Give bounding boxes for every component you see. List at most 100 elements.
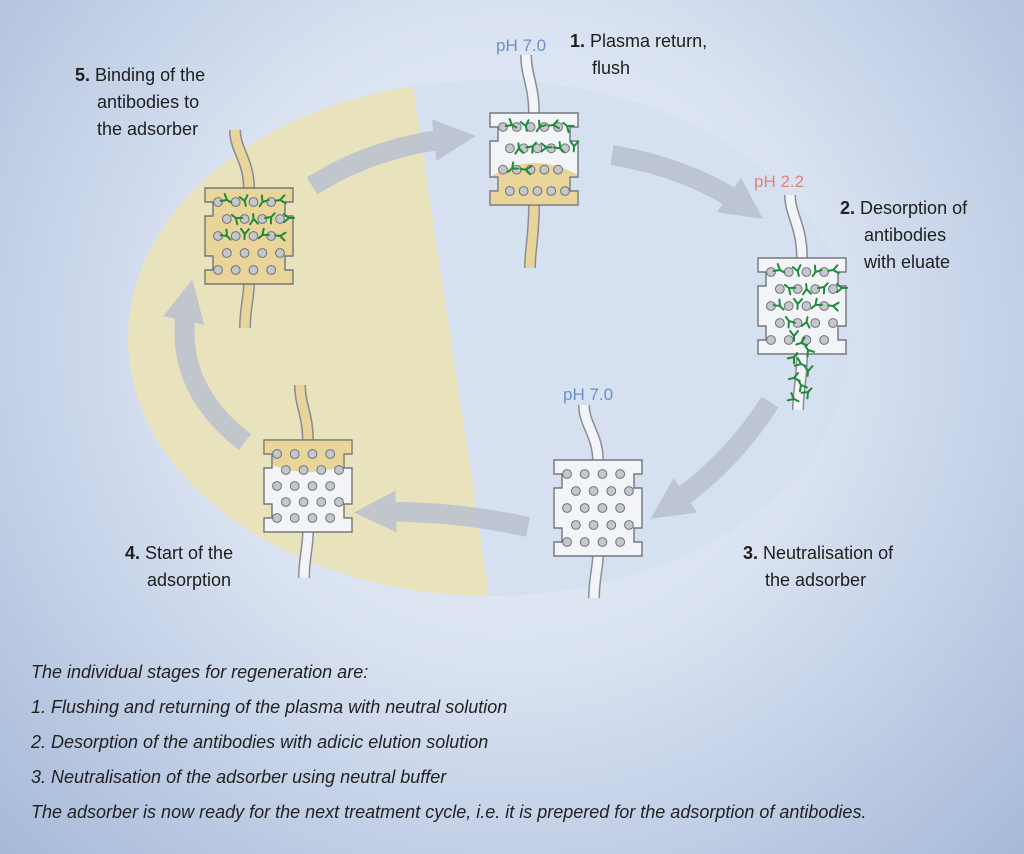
antibody-icon bbox=[525, 141, 538, 154]
bead-icon bbox=[562, 537, 572, 547]
antibody-icon bbox=[562, 121, 575, 134]
stage-1-line2: flush bbox=[592, 58, 631, 78]
bead-icon bbox=[316, 497, 327, 507]
bead-icon bbox=[810, 284, 821, 294]
antibody-icon bbox=[795, 336, 808, 347]
bead-icon bbox=[280, 465, 291, 475]
bead-icon bbox=[562, 469, 572, 479]
caption-step-2: 2. Desorption of the antibodies with adi… bbox=[31, 732, 489, 752]
bead-icon bbox=[783, 267, 794, 277]
antibody-icon bbox=[238, 194, 249, 207]
bead-icon bbox=[553, 164, 564, 175]
arrow-3-to-4 bbox=[354, 490, 531, 537]
bead-icon bbox=[248, 231, 259, 241]
antibody-icon bbox=[786, 352, 799, 365]
bead-icon bbox=[275, 248, 285, 258]
stage-5-number: 5. bbox=[75, 65, 91, 85]
stage-3-ph: pH 7.0 bbox=[563, 385, 614, 404]
stage-1-label: 1. Plasma return, flush bbox=[570, 28, 707, 82]
stage-2-label: 2. Desorption of antibodies with eluate bbox=[840, 195, 967, 276]
antibody-icon bbox=[569, 140, 580, 153]
antibody-icon bbox=[772, 263, 786, 274]
stage-3-line1: Neutralisation of bbox=[763, 543, 894, 563]
bead-icon bbox=[615, 537, 626, 547]
adsorber-stage-5 bbox=[204, 129, 295, 329]
antibody-icon bbox=[547, 119, 560, 130]
bead-icon bbox=[266, 265, 277, 275]
bead-icon bbox=[606, 520, 617, 530]
bead-icon bbox=[539, 164, 550, 175]
bead-icon bbox=[518, 186, 529, 196]
antibody-icon bbox=[800, 316, 811, 329]
antibody-icon bbox=[519, 119, 530, 132]
stage-1-ph: pH 7.0 bbox=[496, 36, 547, 55]
bead-icon bbox=[579, 503, 590, 513]
stage-4-line1: Start of the bbox=[145, 543, 234, 563]
arrow-1-to-2 bbox=[610, 145, 764, 219]
bead-icon bbox=[334, 497, 344, 507]
bead-icon bbox=[810, 318, 821, 328]
antibody-icon bbox=[552, 140, 565, 153]
bead-icon bbox=[546, 186, 557, 196]
antibody-icon bbox=[239, 227, 250, 240]
bead-icon bbox=[325, 449, 336, 459]
bead-icon bbox=[588, 486, 599, 496]
bead-icon bbox=[316, 465, 327, 475]
stage-2-number: 2. bbox=[840, 198, 856, 218]
antibody-icon bbox=[816, 282, 829, 295]
antibody-icon bbox=[507, 161, 520, 173]
bead-icon bbox=[239, 248, 250, 258]
antibody-icon bbox=[257, 227, 270, 240]
bead-icon bbox=[272, 513, 282, 523]
antibody-icon bbox=[802, 283, 812, 296]
stage-5-line1: Binding of the bbox=[95, 65, 206, 85]
bead-icon bbox=[280, 497, 291, 507]
caption-conclusion: The adsorber is now ready for the next t… bbox=[31, 802, 867, 822]
bead-icon bbox=[615, 503, 626, 513]
adsorber-stage-1 bbox=[489, 54, 580, 269]
bead-icon bbox=[257, 214, 268, 224]
bead-icon bbox=[828, 318, 838, 328]
bead-icon bbox=[325, 513, 336, 523]
bead-icon bbox=[560, 186, 570, 196]
bead-icon bbox=[511, 164, 522, 175]
antibody-icon bbox=[249, 213, 259, 226]
caption-intro: The individual stages for regeneration a… bbox=[31, 662, 369, 682]
antibody-icon bbox=[792, 297, 803, 310]
bead-icon bbox=[230, 197, 241, 207]
bead-icon bbox=[248, 265, 259, 275]
bead-icon bbox=[498, 164, 508, 175]
antibody-icon bbox=[827, 301, 840, 312]
bead-icon bbox=[579, 469, 590, 479]
antibody-icon bbox=[540, 142, 553, 153]
bead-icon bbox=[221, 214, 232, 224]
bead-icon bbox=[783, 301, 794, 311]
bead-icon bbox=[504, 186, 515, 196]
stage-1-line1: Plasma return, bbox=[590, 31, 708, 51]
stage-4-label: 4. Start of the adsorption bbox=[125, 540, 233, 594]
stage-2-line1: Desorption of bbox=[860, 198, 968, 218]
bead-icon bbox=[774, 284, 785, 294]
antibody-icon bbox=[827, 264, 840, 275]
bead-icon bbox=[272, 481, 282, 491]
bead-icon bbox=[221, 248, 232, 258]
antibody-icon bbox=[804, 344, 816, 358]
bead-icon bbox=[562, 503, 572, 513]
antibody-icon bbox=[791, 264, 802, 277]
bead-icon bbox=[819, 267, 830, 277]
bead-icon bbox=[307, 481, 318, 491]
bead-icon bbox=[289, 481, 300, 491]
antibody-icon bbox=[258, 194, 270, 208]
bead-icon bbox=[230, 265, 241, 275]
stage-4-number: 4. bbox=[125, 543, 141, 563]
bead-icon bbox=[570, 520, 581, 530]
bead-icon bbox=[597, 503, 608, 513]
stage-4-line2: adsorption bbox=[147, 570, 232, 590]
stage-3-line2: the adsorber bbox=[765, 570, 867, 590]
bead-icon bbox=[266, 197, 277, 207]
antibody-icon bbox=[514, 142, 525, 155]
bead-icon bbox=[792, 284, 803, 294]
antibody-icon bbox=[835, 283, 848, 294]
antibody-icon bbox=[504, 118, 518, 129]
antibody-icon bbox=[219, 228, 232, 241]
